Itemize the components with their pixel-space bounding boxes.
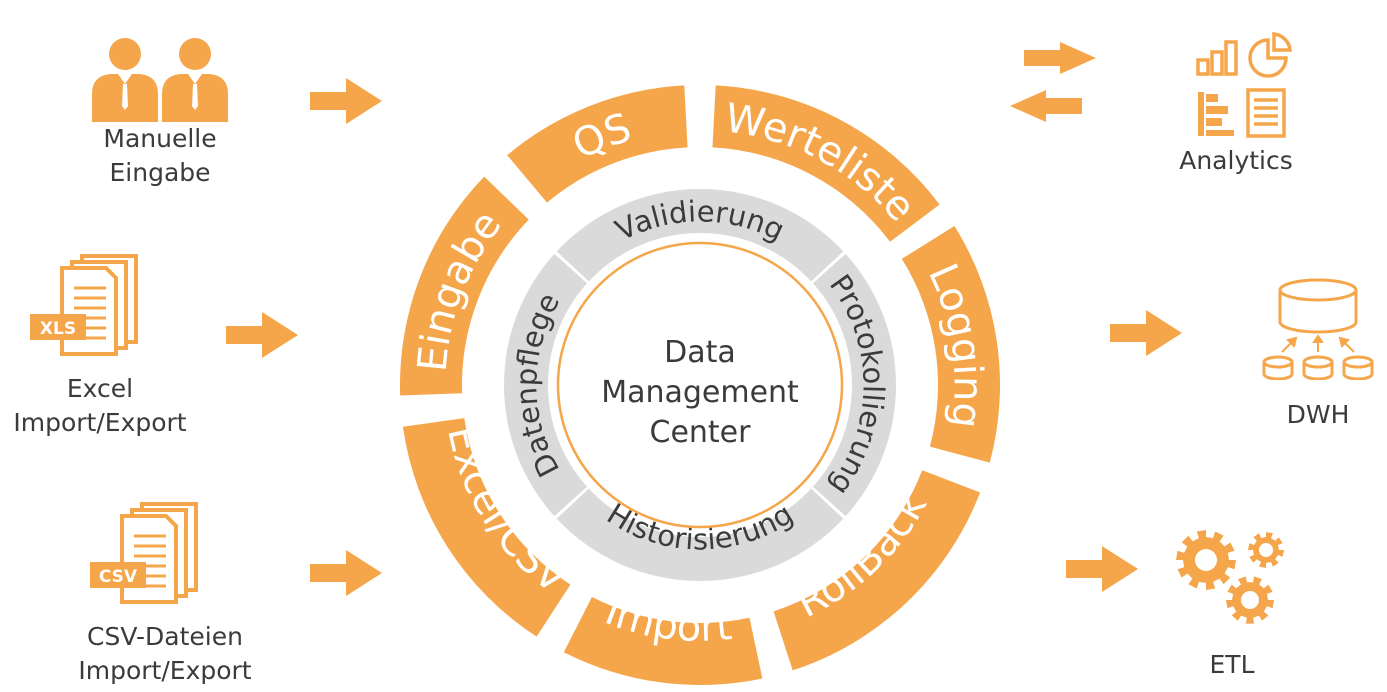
arrow-right-manual bbox=[310, 78, 382, 124]
manual-input-label: Manuelle Eingabe bbox=[103, 124, 217, 187]
gear-shape-3 bbox=[1226, 576, 1274, 624]
etl-label: ETL bbox=[1209, 650, 1255, 679]
analytics-icon bbox=[1196, 32, 1292, 138]
gear-shape-1 bbox=[1176, 530, 1236, 590]
inner-segment-historisierung bbox=[556, 488, 844, 582]
csv-input-label: CSV-Dateien Import/Export bbox=[78, 622, 252, 685]
inner-segment-validierung bbox=[556, 188, 844, 282]
gear-shape-2 bbox=[1248, 532, 1284, 568]
outer-segment-qs bbox=[507, 85, 688, 203]
arrow-exchange-analytics bbox=[1010, 42, 1096, 122]
xls-badge: XLS bbox=[40, 319, 76, 339]
center-title-line3: Center bbox=[650, 415, 752, 450]
outer-segment-import bbox=[563, 597, 763, 685]
excel-input-label: Excel Import/Export bbox=[13, 374, 187, 437]
center-title-line2: Management bbox=[601, 375, 799, 410]
database-icon bbox=[1262, 278, 1374, 380]
gears-icon bbox=[1176, 530, 1284, 624]
outer-segment-eingabe bbox=[400, 176, 529, 396]
outer-segment-werteliste bbox=[712, 85, 940, 242]
analytics-label: Analytics bbox=[1179, 146, 1293, 175]
arrow-right-dwh bbox=[1110, 310, 1182, 356]
inner-segment-datenpflege bbox=[504, 253, 588, 517]
arrow-right-etl bbox=[1066, 546, 1138, 592]
inner-segment-protokollierung bbox=[812, 253, 896, 517]
outer-segment-excel-csv bbox=[402, 418, 571, 637]
xls-file-icon: XLS bbox=[30, 254, 138, 356]
dwh-label: DWH bbox=[1286, 400, 1350, 429]
arrow-right-csv bbox=[310, 550, 382, 596]
csv-badge: CSV bbox=[99, 567, 138, 587]
csv-file-icon: CSV bbox=[90, 502, 198, 604]
center-title-line1: Data bbox=[664, 335, 736, 370]
center-circle bbox=[556, 241, 844, 529]
outer-segment-logging bbox=[901, 226, 1000, 463]
arrow-right-excel bbox=[226, 312, 298, 358]
users-icon bbox=[92, 38, 228, 122]
outer-segment-rollback bbox=[773, 470, 981, 671]
